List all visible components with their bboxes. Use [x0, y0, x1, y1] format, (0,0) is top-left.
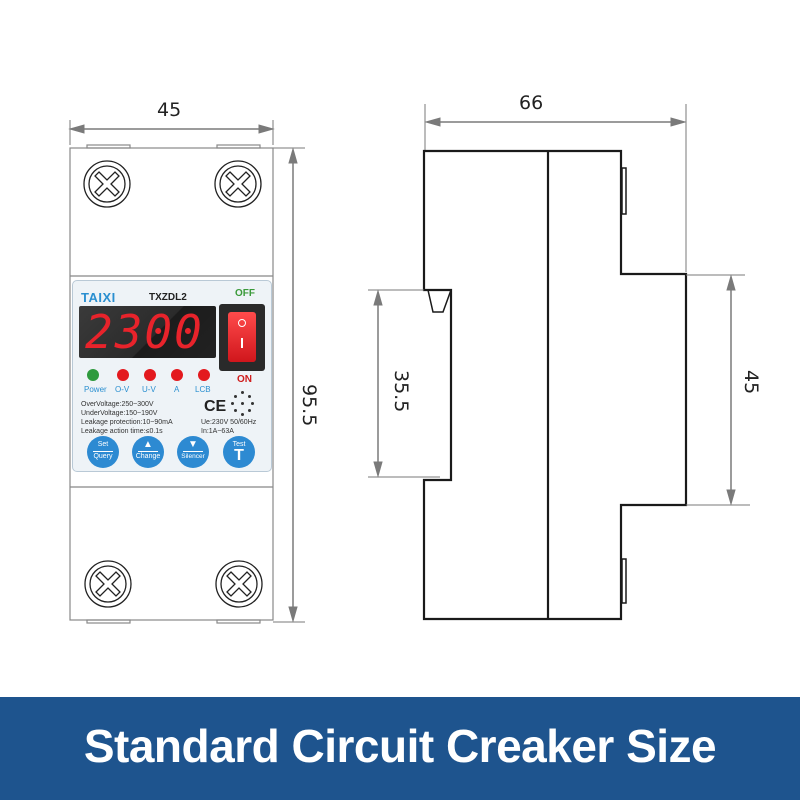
ce-mark: CE — [204, 398, 227, 415]
led-label-ov: O-V — [115, 385, 130, 394]
test-t-icon: T — [234, 447, 244, 464]
power-switch-frame — [219, 304, 265, 371]
current-led-icon — [171, 369, 183, 381]
lcb-led-icon — [198, 369, 210, 381]
screw-top-left — [83, 160, 131, 208]
switch-on-symbol-icon — [241, 338, 243, 348]
led-label-a: A — [174, 385, 180, 394]
silencer-down-button[interactable]: ▼ Silencer — [177, 436, 209, 468]
under-voltage-led-icon — [144, 369, 156, 381]
front-height-dimension-line — [686, 274, 750, 506]
display-value: 2300 — [85, 305, 204, 359]
change-up-button[interactable]: ▲ Change — [132, 436, 164, 468]
control-panel: TAIXI TXZDL2 OFF 2300 ON Power O-V U-V A… — [72, 280, 272, 472]
front-height-dimension-label: 45 — [740, 370, 762, 395]
brand-logo: TAIXI — [81, 290, 116, 305]
set-query-button[interactable]: Set Query — [87, 436, 119, 468]
screw-bottom-left — [84, 560, 132, 608]
spec-leakage-time: Leakage action time:≤0.1s — [81, 428, 163, 435]
led-label-power: Power — [84, 385, 107, 394]
width-dimension-line — [68, 120, 275, 145]
over-voltage-led-icon — [117, 369, 129, 381]
screw-top-right — [214, 160, 262, 208]
switch-off-label: OFF — [235, 288, 255, 299]
title-banner: Standard Circuit Creaker Size — [0, 697, 800, 800]
screw-bottom-right — [215, 560, 263, 608]
led-label-uv: U-V — [142, 385, 156, 394]
rail-dimension-line — [368, 289, 440, 478]
digital-display: 2300 — [79, 306, 216, 358]
down-arrow-icon: ▼ — [188, 439, 198, 450]
rating-voltage: Ue:230V 50/60Hz — [201, 419, 257, 426]
rail-dimension-label: 35.5 — [390, 370, 412, 413]
rating-current: In:1A~63A — [201, 428, 234, 435]
height-dimension-label: 95.5 — [298, 384, 320, 427]
spec-leakage-protection: Leakage protection:10~90mA — [81, 419, 173, 426]
led-label-lcb: LCB — [195, 385, 211, 394]
spec-undervoltage: UnderVoltage:150~190V — [81, 410, 158, 417]
up-arrow-icon: ▲ — [143, 439, 153, 450]
test-button[interactable]: Test T — [223, 436, 255, 468]
model-label: TXZDL2 — [149, 292, 187, 303]
buzzer-speaker-icon — [230, 390, 256, 416]
depth-dimension-label: 66 — [519, 92, 544, 114]
depth-dimension-line — [424, 104, 687, 272]
spec-overvoltage: OverVoltage:250~300V — [81, 401, 154, 408]
side-body-outline — [422, 149, 688, 621]
power-led-icon — [87, 369, 99, 381]
height-dimension-line — [273, 147, 305, 623]
width-dimension-label: 45 — [157, 99, 182, 121]
front-view-drawing — [68, 104, 750, 624]
banner-title: Standard Circuit Creaker Size — [83, 720, 717, 772]
switch-off-symbol-icon — [238, 319, 246, 327]
power-rocker-switch[interactable] — [228, 312, 256, 362]
front-body-outline — [69, 144, 274, 624]
switch-on-label: ON — [237, 374, 252, 385]
